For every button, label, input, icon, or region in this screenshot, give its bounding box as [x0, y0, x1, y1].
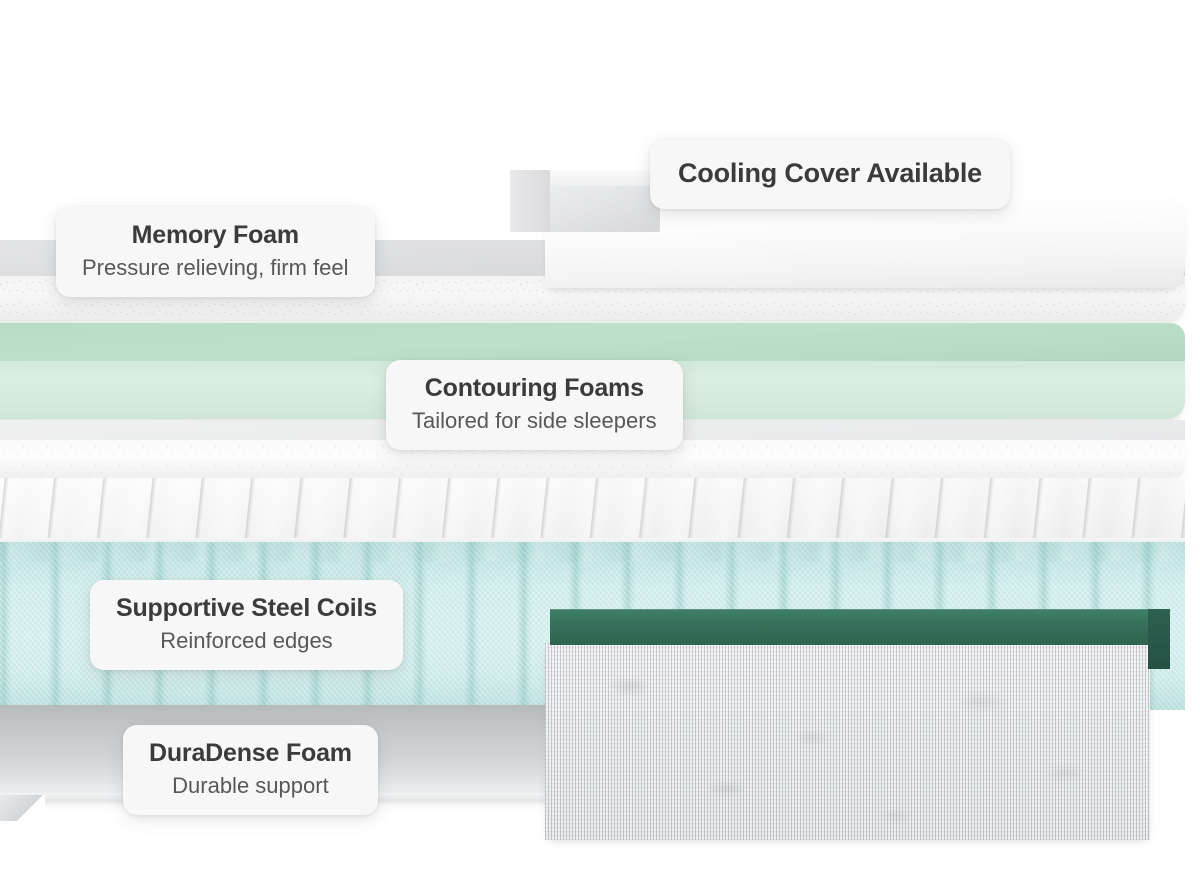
- callout-subtitle: Tailored for side sleepers: [412, 408, 657, 433]
- callout-title: Memory Foam: [131, 221, 299, 249]
- callout-subtitle: Durable support: [172, 773, 329, 798]
- callout-title: Cooling Cover Available: [678, 158, 982, 188]
- quilt-puff-texture: [0, 478, 1185, 546]
- quilt-stitch-texture: [0, 478, 1185, 546]
- edge-binding-band: [550, 609, 1170, 645]
- callout-supportive-steel-coils[interactable]: Supportive Steel Coils Reinforced edges: [90, 580, 403, 671]
- contouring-foam-layer-top: [0, 323, 1185, 363]
- fabric-weave-texture: [545, 643, 1150, 840]
- callout-title: DuraDense Foam: [149, 739, 352, 767]
- callout-cooling-cover[interactable]: Cooling Cover Available: [650, 139, 1010, 210]
- edge-binding-band-right: [1148, 609, 1170, 669]
- callout-duradense-foam[interactable]: DuraDense Foam Durable support: [123, 725, 378, 816]
- callout-memory-foam[interactable]: Memory Foam Pressure relieving, firm fee…: [56, 207, 375, 298]
- callout-title: Supportive Steel Coils: [116, 594, 377, 622]
- callout-subtitle: Reinforced edges: [160, 628, 333, 653]
- callout-contouring-foams[interactable]: Contouring Foams Tailored for side sleep…: [386, 360, 683, 451]
- cooling-cover-fold-face: [510, 170, 550, 232]
- base-fabric-panel: [545, 643, 1150, 840]
- duradense-foam-corner: [0, 795, 45, 821]
- callout-title: Contouring Foams: [424, 374, 644, 402]
- quilted-panel-layer: [0, 478, 1185, 546]
- fabric-mottle-texture: [545, 643, 1150, 840]
- callout-subtitle: Pressure relieving, firm feel: [82, 255, 349, 280]
